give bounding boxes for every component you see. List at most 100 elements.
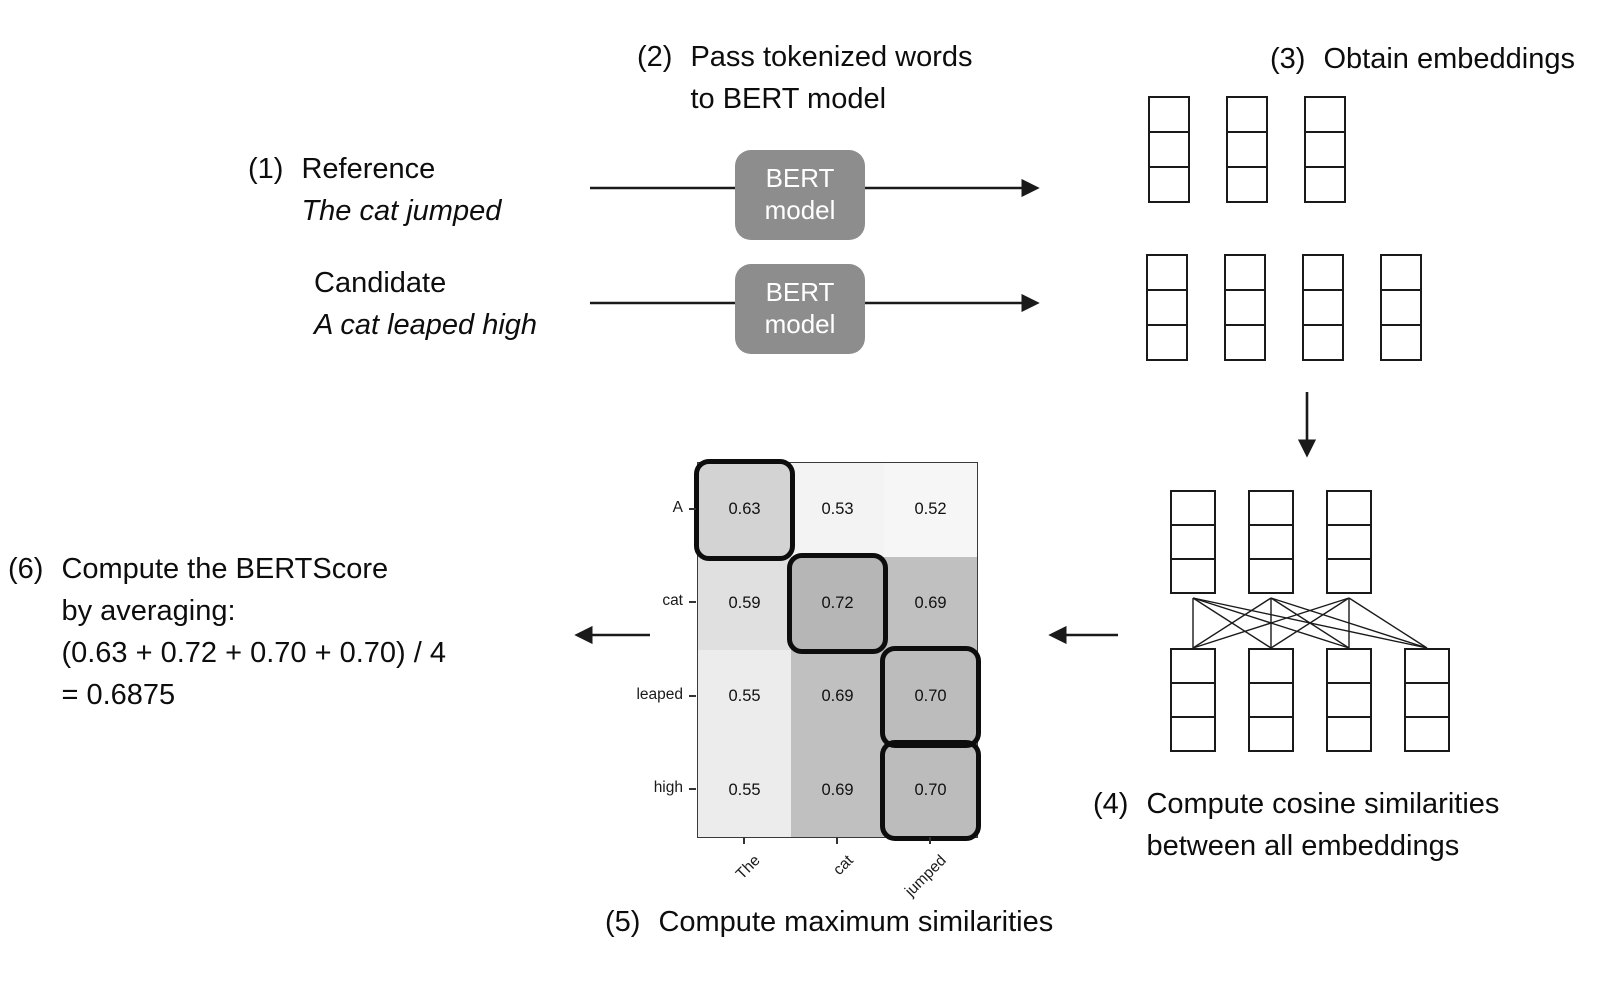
embedding-cell xyxy=(1302,324,1344,361)
embedding-cell xyxy=(1146,254,1188,291)
embedding-cell xyxy=(1148,131,1190,168)
bert-model-box-reference: BERT model xyxy=(735,150,865,240)
embedding-cell xyxy=(1326,716,1372,752)
embedding-cell xyxy=(1304,131,1346,168)
embedding-cell xyxy=(1248,558,1294,594)
embedding-cell xyxy=(1248,648,1294,684)
heatmap-row-label: high xyxy=(653,779,683,797)
step2-text-line1: Pass tokenized words xyxy=(690,41,973,73)
embedding-cell xyxy=(1304,166,1346,203)
embedding-cell xyxy=(1404,648,1450,684)
embedding-cell xyxy=(1146,289,1188,326)
step3-text: Obtain embeddings xyxy=(1323,43,1575,75)
bert-box-line1: BERT xyxy=(765,277,835,308)
step6-text-line2: by averaging: xyxy=(61,595,236,628)
step6-number: (6) xyxy=(8,553,44,585)
bert-box-line2: model xyxy=(764,309,836,339)
similarity-cell: 0.63 xyxy=(698,463,791,557)
step5-text: Compute maximum similarities xyxy=(658,906,1054,938)
cosine-top-embeddings-grid xyxy=(1170,490,1372,594)
similarity-cell: 0.69 xyxy=(791,650,884,744)
embedding-cell xyxy=(1224,289,1266,326)
embedding-vector xyxy=(1248,648,1294,752)
embedding-vector xyxy=(1304,96,1346,203)
embedding-cell xyxy=(1380,324,1422,361)
embedding-cell xyxy=(1226,96,1268,133)
embedding-cell xyxy=(1170,558,1216,594)
embedding-vector xyxy=(1380,254,1422,361)
step3-label: (3) Obtain embeddings xyxy=(1270,38,1575,80)
step6-formula: (0.63 + 0.72 + 0.70 + 0.70) / 4 xyxy=(61,637,446,670)
embedding-cell xyxy=(1326,490,1372,526)
similarity-cell: 0.72 xyxy=(791,556,884,650)
embedding-cell xyxy=(1224,324,1266,361)
step4-text-line1: Compute cosine similarities xyxy=(1146,788,1500,820)
step5-number: (5) xyxy=(605,906,641,938)
embedding-cell xyxy=(1248,524,1294,560)
embedding-vector xyxy=(1226,96,1268,203)
x-axis-tick xyxy=(835,837,838,844)
embedding-cell xyxy=(1170,716,1216,752)
embedding-cell xyxy=(1170,524,1216,560)
embedding-cell xyxy=(1380,254,1422,291)
step2-label: (2) Pass tokenized words to BERT model xyxy=(637,36,973,120)
heatmap-row-label: A xyxy=(672,498,683,516)
embedding-vector xyxy=(1170,648,1216,752)
step2-text-line2: to BERT model xyxy=(690,83,887,116)
step1-number: (1) xyxy=(248,153,284,185)
embedding-vector xyxy=(1248,490,1294,594)
embedding-cell xyxy=(1404,682,1450,718)
candidate-label: Candidate xyxy=(314,267,447,299)
step3-number: (3) xyxy=(1270,43,1306,75)
step4-text-line2: between all embeddings xyxy=(1146,830,1460,863)
heatmap-col-label: The xyxy=(732,852,764,883)
step4-label: (4) Compute cosine similarities between … xyxy=(1093,783,1499,867)
similarity-cell: 0.52 xyxy=(884,463,977,557)
similarity-cell: 0.55 xyxy=(698,650,791,744)
step2-number: (2) xyxy=(637,41,673,73)
embedding-cell xyxy=(1302,254,1344,291)
reference-embeddings-grid xyxy=(1148,96,1346,203)
heatmap-row-label: cat xyxy=(662,592,683,610)
embedding-vector xyxy=(1326,490,1372,594)
y-axis-tick xyxy=(689,694,696,697)
embedding-vector xyxy=(1224,254,1266,361)
embedding-cell xyxy=(1304,96,1346,133)
embedding-vector xyxy=(1404,648,1450,752)
cosine-bottom-embeddings-grid xyxy=(1170,648,1450,752)
embedding-cell xyxy=(1146,324,1188,361)
similarity-cell: 0.70 xyxy=(884,743,977,837)
heatmap-col-label: cat xyxy=(829,852,857,879)
embedding-cell xyxy=(1148,166,1190,203)
embedding-cell xyxy=(1170,648,1216,684)
embedding-cell xyxy=(1170,490,1216,526)
embedding-vector xyxy=(1146,254,1188,361)
embedding-vector xyxy=(1148,96,1190,203)
similarity-cell: 0.69 xyxy=(884,556,977,650)
embedding-cell xyxy=(1248,490,1294,526)
embedding-vector xyxy=(1302,254,1344,361)
similarity-cell: 0.55 xyxy=(698,743,791,837)
step1-candidate-block: Candidate A cat leaped high xyxy=(314,262,537,346)
heatmap-col-label: jumped xyxy=(901,852,950,900)
step4-number: (4) xyxy=(1093,788,1129,820)
bert-model-box-candidate: BERT model xyxy=(735,264,865,354)
heatmap-row-label: leaped xyxy=(636,685,683,703)
embedding-cell xyxy=(1148,96,1190,133)
similarity-cell: 0.59 xyxy=(698,556,791,650)
embedding-cell xyxy=(1170,682,1216,718)
x-axis-tick xyxy=(742,837,745,844)
embedding-cell xyxy=(1224,254,1266,291)
bert-box-line2: model xyxy=(764,195,836,225)
embedding-cell xyxy=(1226,131,1268,168)
candidate-text: A cat leaped high xyxy=(314,309,538,342)
x-axis-tick xyxy=(928,837,931,844)
similarity-cell: 0.70 xyxy=(884,650,977,744)
embedding-cell xyxy=(1326,558,1372,594)
reference-label: Reference xyxy=(301,153,436,185)
cosine-similarity-lines xyxy=(1192,597,1428,649)
embedding-cell xyxy=(1248,682,1294,718)
embedding-cell xyxy=(1380,289,1422,326)
